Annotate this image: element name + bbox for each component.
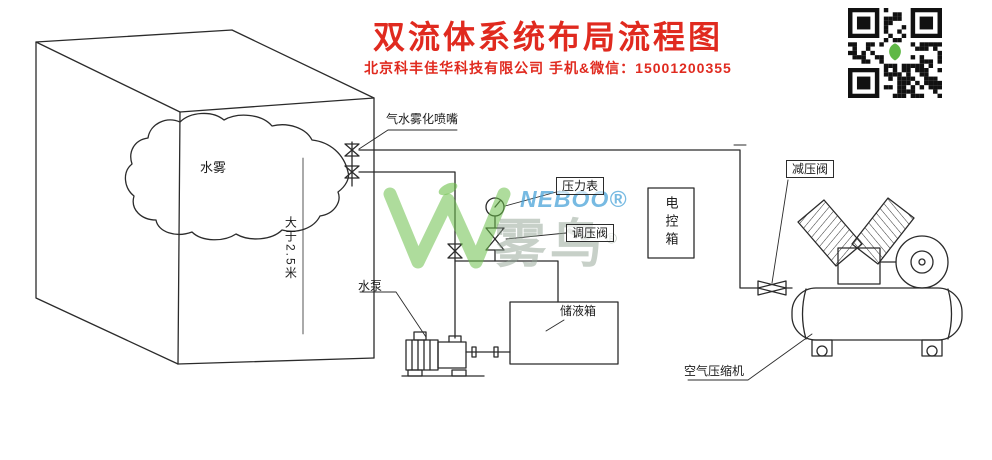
air-pipe xyxy=(358,144,759,289)
label-water-pump: 水泵 xyxy=(358,279,383,293)
qr-code xyxy=(848,8,942,98)
nozzle-icon xyxy=(344,141,360,187)
mist-cloud-icon xyxy=(124,112,350,241)
label-height: 大于2.5米 xyxy=(283,216,298,281)
label-regulating-valve: 调压阀 xyxy=(566,224,615,243)
storage-tank-icon xyxy=(509,301,619,365)
reducing-valve-icon xyxy=(757,280,793,296)
page-subtitle: 北京科丰佳华科技有限公司 手机&微信：15001200355 xyxy=(364,60,732,76)
water-pipe xyxy=(358,171,559,339)
label-pressure-gauge: 压力表 xyxy=(556,177,605,196)
label-nozzle: 气水雾化喷嘴 xyxy=(386,112,459,126)
spray-room-box xyxy=(35,29,375,365)
label-control-box: 电控箱 xyxy=(663,196,679,250)
label-mist: 水雾 xyxy=(200,160,227,175)
qr-center-leaf-icon xyxy=(889,43,901,61)
leader-lines xyxy=(358,129,813,381)
label-storage-tank: 储液箱 xyxy=(560,304,597,318)
control-box: 电控箱 xyxy=(648,188,694,258)
label-reducing-valve: 减压阀 xyxy=(786,160,835,179)
pressure-gauge-icon xyxy=(485,197,505,262)
air-compressor-icon xyxy=(791,197,963,357)
water-pump-icon xyxy=(401,331,511,377)
label-air-compressor: 空气压缩机 xyxy=(684,364,745,378)
control-box-outline xyxy=(647,187,695,259)
page-title: 双流体系统布局流程图 xyxy=(372,19,723,55)
